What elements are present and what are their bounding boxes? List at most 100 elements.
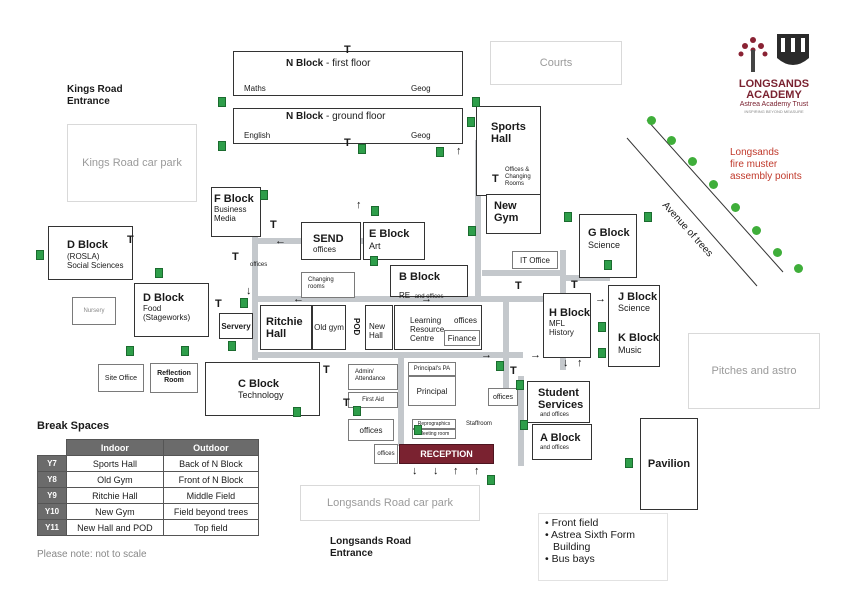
- e-block: [363, 222, 425, 260]
- h-block: [543, 293, 591, 358]
- j-block-sub: Science: [618, 303, 651, 313]
- arrow-right-icon: →: [530, 349, 541, 361]
- logo-trust: Astrea Academy Trust: [739, 101, 809, 108]
- new-gym: [486, 194, 541, 234]
- fire-exit-icon: [353, 406, 361, 416]
- fire-exit-icon: [516, 380, 524, 390]
- d-block-food-name: D Block: [143, 292, 184, 304]
- fire-exit-icon: [467, 117, 475, 127]
- path-row-bottom: [258, 352, 523, 358]
- tree-icon: [688, 157, 697, 166]
- tree-icon: [667, 136, 676, 145]
- arrow-down-icon: ↓: [563, 357, 569, 369]
- fire-exit-icon: [155, 268, 163, 278]
- fire-exit-icon: [358, 144, 366, 154]
- tree-icon: [709, 180, 718, 189]
- c-block: [205, 362, 320, 416]
- lrc-offices: offices: [454, 316, 477, 325]
- f-block-name: F Block: [214, 193, 254, 205]
- path-to-h: [508, 296, 548, 302]
- path-vertical-sports: [475, 140, 481, 300]
- admin-attendance: Admin/Attendance: [348, 364, 398, 390]
- pod: POD: [352, 318, 361, 336]
- tree-icon: [773, 248, 782, 257]
- n-block-first-left: Maths: [244, 84, 266, 93]
- offices-reception: offices: [374, 444, 398, 464]
- fire-exit-icon: [520, 420, 528, 430]
- fire-exit-icon: [598, 322, 606, 332]
- arrow-left-icon: ←: [275, 235, 286, 247]
- avenue-lines: [626, 120, 784, 287]
- toilet-marker: T: [510, 365, 517, 377]
- fire-exit-icon: [604, 260, 612, 270]
- arrow-down-icon: ↓: [433, 465, 439, 477]
- pavilion: Pavilion: [640, 418, 698, 510]
- toilet-marker: T: [571, 279, 578, 291]
- logo-line2: ACADEMY: [746, 89, 802, 101]
- k-block-sub: Music: [618, 345, 642, 355]
- pitches-and-astro: Pitches and astro: [688, 333, 820, 409]
- arrow-up-icon: ↑: [356, 199, 362, 211]
- arrow-up-icon: ↑: [474, 465, 480, 477]
- arrow-up-icon: ↑: [577, 357, 583, 369]
- tree-icon: [731, 203, 740, 212]
- it-office: IT Office: [512, 251, 558, 269]
- arrow-right-icon: →: [481, 349, 492, 361]
- a-block-sub: and offices: [540, 445, 569, 451]
- list-item: • Astrea Sixth Form: [545, 529, 636, 541]
- n-block-ground-right: Geog: [411, 131, 431, 140]
- toilet-marker: T: [127, 234, 134, 246]
- front-field-list: • Front field • Astrea Sixth Form Buildi…: [538, 513, 668, 581]
- path-g-j: [560, 275, 610, 281]
- d-block-ss-name: D Block: [67, 239, 108, 251]
- path-row-mid: [258, 296, 508, 302]
- principals-pa: Principal's PA: [408, 362, 456, 376]
- break-spaces-title: Break Spaces: [37, 420, 110, 432]
- a-block: [532, 424, 592, 460]
- n-block-first-right: Geog: [411, 84, 431, 93]
- fire-exit-icon: [126, 346, 134, 356]
- toilet-marker: T: [515, 280, 522, 292]
- old-gym: Old gym: [312, 305, 346, 350]
- first-aid: First Aid: [348, 392, 398, 408]
- student-services-sub: and offices: [540, 412, 569, 418]
- g-block-sub: Science: [588, 240, 621, 250]
- d-block-ss-sub: (ROSLA)Social Sciences: [67, 252, 124, 270]
- j-k-block: [608, 285, 660, 367]
- toilet-marker: T: [344, 44, 351, 56]
- toilet-marker: T: [492, 173, 499, 185]
- fire-exit-icon: [436, 147, 444, 157]
- logo-emblem-icon: [738, 34, 809, 72]
- logo-name: LONGSANDS: [738, 78, 810, 90]
- j-block-name: J Block: [618, 291, 658, 303]
- arrow-up-icon: ↑: [453, 465, 459, 477]
- fire-exit-icon: [472, 97, 480, 107]
- arrow-right-icon: →: [595, 293, 606, 305]
- ritchie-hall: [260, 305, 312, 350]
- tree-icon: [752, 226, 761, 235]
- school-logo: LONGSANDS ACADEMY Astrea Academy Trust I…: [733, 30, 815, 114]
- d-block-food-sub: Food(Stageworks): [143, 304, 191, 322]
- not-to-scale-note: Please note: not to scale: [37, 549, 147, 560]
- fire-exit-icon: [36, 250, 44, 260]
- b-block-name: B Block: [399, 271, 440, 283]
- tree-icon: [794, 264, 803, 273]
- toilet-marker: T: [270, 219, 277, 231]
- arrow-down-icon: ↓: [412, 465, 418, 477]
- finance: Finance: [444, 330, 480, 346]
- k-block-name: K Block: [618, 332, 659, 344]
- send-sub: offices: [313, 245, 336, 254]
- reception[interactable]: RECEPTION: [399, 444, 494, 464]
- fire-exit-icon: [598, 348, 606, 358]
